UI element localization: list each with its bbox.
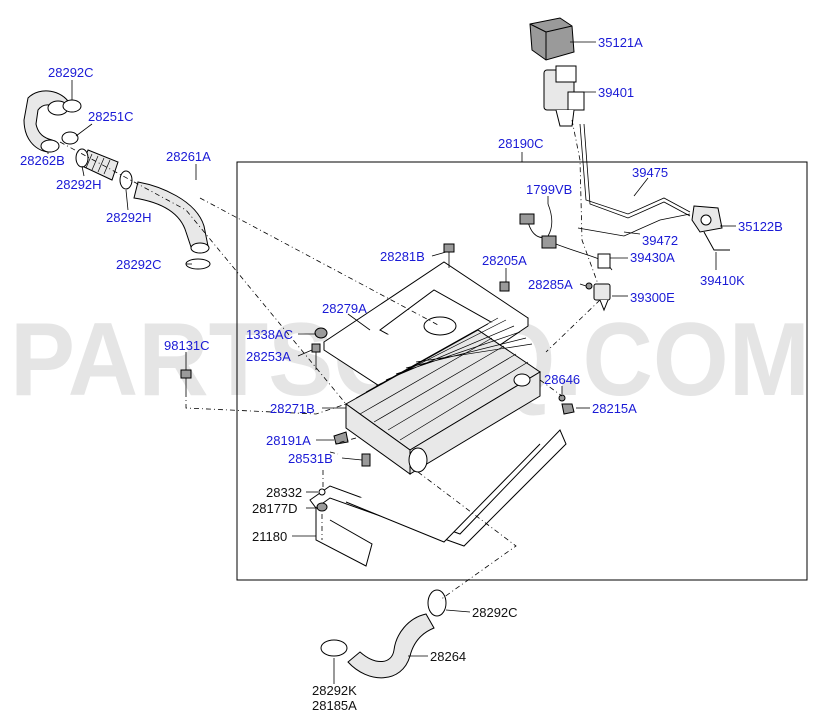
hose-28264 — [347, 613, 435, 679]
bracket-39410k — [703, 231, 730, 251]
connector-1799vb — [519, 203, 557, 249]
intercooler-28271b — [345, 316, 541, 475]
callout-28279a[interactable]: 28279A — [322, 301, 367, 316]
callout-28292h-a[interactable]: 28292H — [56, 177, 102, 192]
dash-line-lower-hose — [417, 471, 517, 601]
callout-28185a[interactable]: 28185A — [312, 698, 357, 713]
callout-39475[interactable]: 39475 — [632, 165, 668, 180]
callout-28251c[interactable]: 28251C — [88, 109, 134, 124]
nut-28215a — [561, 403, 575, 415]
callout-39472[interactable]: 39472 — [642, 233, 678, 248]
bolt-28281b — [443, 243, 455, 268]
cover-35121a — [529, 17, 575, 61]
callout-28177d[interactable]: 28177D — [252, 501, 298, 516]
callout-28190c[interactable]: 28190C — [498, 136, 544, 151]
callout-1338ac[interactable]: 1338AC — [246, 327, 293, 342]
callout-39410k[interactable]: 39410K — [700, 273, 745, 288]
dash-line-solenoid — [571, 119, 599, 285]
callout-21180[interactable]: 21180 — [252, 529, 287, 544]
callout-28271b[interactable]: 28271B — [270, 401, 315, 416]
clamp-28292k — [320, 639, 348, 657]
callout-1799vb[interactable]: 1799VB — [526, 182, 572, 197]
dash-line-bolt-left — [185, 392, 347, 415]
callout-28292c-mid[interactable]: 28292C — [116, 257, 162, 272]
callout-35122b[interactable]: 35122B — [738, 219, 783, 234]
washer-28332 — [318, 488, 326, 496]
callout-39401[interactable]: 39401 — [598, 85, 634, 100]
harness-39430a — [555, 243, 613, 271]
callout-28261a[interactable]: 28261A — [166, 149, 211, 164]
hose-28262b — [23, 90, 71, 153]
clamp-28292c-top — [62, 99, 82, 113]
leader-lines — [47, 41, 736, 684]
sensor-28646 — [558, 394, 566, 402]
dash-line-28646 — [539, 379, 563, 397]
callout-28285a[interactable]: 28285A — [528, 277, 573, 292]
callout-98131c[interactable]: 98131C — [164, 338, 210, 353]
callout-28205a[interactable]: 28205A — [482, 253, 527, 268]
callout-28215a[interactable]: 28215A — [592, 401, 637, 416]
callout-28292k[interactable]: 28292K — [312, 683, 357, 698]
solenoid-valve-39401 — [543, 65, 585, 127]
callout-labels: 35121A 39401 28292C 28251C 28190C 28262B… — [20, 35, 783, 713]
callout-28646[interactable]: 28646 — [544, 372, 580, 387]
callout-28281b[interactable]: 28281B — [380, 249, 425, 264]
callout-28292c-low[interactable]: 28292C — [472, 605, 518, 620]
clamp-28292c-low — [427, 589, 447, 617]
callout-28531b[interactable]: 28531B — [288, 451, 333, 466]
mounting-bracket-21180 — [309, 429, 567, 567]
callout-28262b[interactable]: 28262B — [20, 153, 65, 168]
callout-35121a[interactable]: 35121A — [598, 35, 643, 50]
grommet-28177d — [316, 502, 328, 512]
vacuum-pipe-39475 — [577, 123, 691, 237]
callout-28264[interactable]: 28264 — [430, 649, 466, 664]
clip-28191a — [333, 431, 349, 445]
sensor-39300e — [593, 283, 611, 312]
callout-39430a[interactable]: 39430A — [630, 250, 675, 265]
bolt-28531b — [361, 453, 371, 467]
clamp-28292b — [61, 131, 79, 145]
vacuum-modulator-35122b — [691, 205, 723, 233]
nut-1338ac — [314, 327, 328, 339]
callout-28292h-b[interactable]: 28292H — [106, 210, 152, 225]
callout-28292c-top[interactable]: 28292C — [48, 65, 94, 80]
callout-28253a[interactable]: 28253A — [246, 349, 291, 364]
clamp-28292h-b — [119, 170, 133, 190]
dash-line-bracket-lower — [322, 437, 357, 488]
callout-39300e[interactable]: 39300E — [630, 290, 675, 305]
callout-28332[interactable]: 28332 — [266, 485, 302, 500]
dash-line-top-hose — [199, 197, 441, 327]
hose-28261a — [133, 181, 210, 254]
dash-line-sensor — [545, 299, 601, 353]
callout-28191a[interactable]: 28191A — [266, 433, 311, 448]
bolt-28205a — [499, 281, 510, 292]
bolt-28285a — [585, 282, 593, 290]
bolt-28253a — [311, 343, 321, 370]
